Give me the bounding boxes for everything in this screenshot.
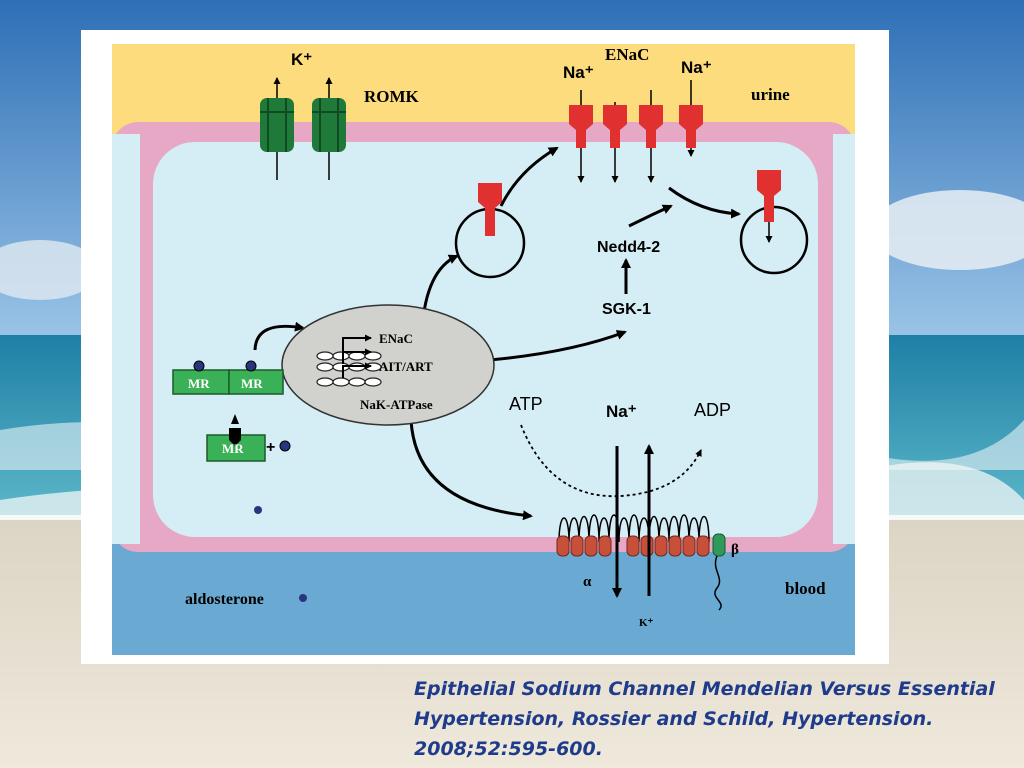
mr-label-2: MR (241, 376, 263, 391)
romk-channel-2 (312, 77, 346, 180)
arrow-membrane-to-retrieval (668, 186, 741, 219)
sgk1-label: SGK-1 (602, 301, 651, 318)
mr-label-1: MR (188, 376, 210, 391)
nucleus-enac-label: ENaC (379, 331, 413, 346)
adp-label: ADP (694, 400, 731, 420)
neighbor-cell-left (112, 134, 140, 544)
arrow-nucleus-to-pump (409, 419, 533, 521)
neighbor-cell-right (833, 134, 855, 544)
blood-label: blood (785, 579, 826, 598)
enac-channel-3 (639, 90, 663, 183)
romk-channel-1 (260, 77, 294, 180)
citation-caption: Epithelial Sodium Channel Mendelian Vers… (414, 674, 1014, 764)
aldosterone-molecule-free (254, 506, 262, 514)
nak-atpase-pump (556, 444, 726, 611)
atp-label: ATP (509, 394, 543, 414)
sodium-label-left: Na⁺ (563, 63, 594, 82)
blood-compartment (112, 535, 855, 655)
caption-line-1: Epithelial Sodium Channel Mendelian Vers… (414, 678, 995, 700)
alpha-subunit-label: α (583, 574, 592, 590)
vesicle-retrieval (739, 170, 809, 275)
mr-label-3: MR (222, 441, 244, 456)
nucleus (281, 304, 495, 426)
sodium-label-pump: Na⁺ (606, 402, 637, 421)
mr-unbound (206, 414, 291, 462)
arrow-vesicle-to-membrane (499, 146, 559, 207)
enac-regulation-diagram: K⁺ ROMK ENaC Na⁺ Na⁺ urine (112, 44, 855, 655)
nedd4-label: Nedd4-2 (597, 239, 660, 256)
caption-line-2: Hypertension, Rossier and Schild, Hypert… (414, 708, 934, 730)
romk-label: ROMK (364, 87, 420, 106)
vesicle-insertion (454, 183, 526, 279)
plus-sign: + (266, 439, 275, 456)
enac-channel-1 (569, 90, 593, 183)
arrow-mr-to-nucleus (253, 321, 305, 351)
caption-line-3: 2008;52:595-600. (414, 738, 603, 760)
figure-card: K⁺ ROMK ENaC Na⁺ Na⁺ urine (81, 30, 889, 664)
arrow-nedd4-to-membrane (628, 204, 673, 228)
aldosterone-molecule (299, 594, 307, 602)
beta-subunit-label: β (731, 542, 739, 558)
potassium-label-bottom: K⁺ (639, 617, 654, 629)
enac-channel-2 (603, 102, 627, 183)
nucleus-ait-label: AIT/ART (379, 359, 433, 374)
mr-dimer (172, 360, 284, 395)
aldosterone-label: aldosterone (185, 591, 264, 608)
potassium-label-top: K⁺ (291, 50, 312, 69)
atp-hydrolysis-arrow (520, 424, 702, 498)
enac-label-top: ENaC (605, 45, 649, 64)
enac-channels-apical (569, 80, 703, 183)
cytoplasm (153, 142, 818, 537)
sodium-label-right: Na⁺ (681, 58, 712, 77)
nucleus-nak-label: NaK-ATPase (360, 397, 433, 412)
enac-channel-4 (679, 80, 703, 157)
urine-label: urine (751, 85, 790, 104)
